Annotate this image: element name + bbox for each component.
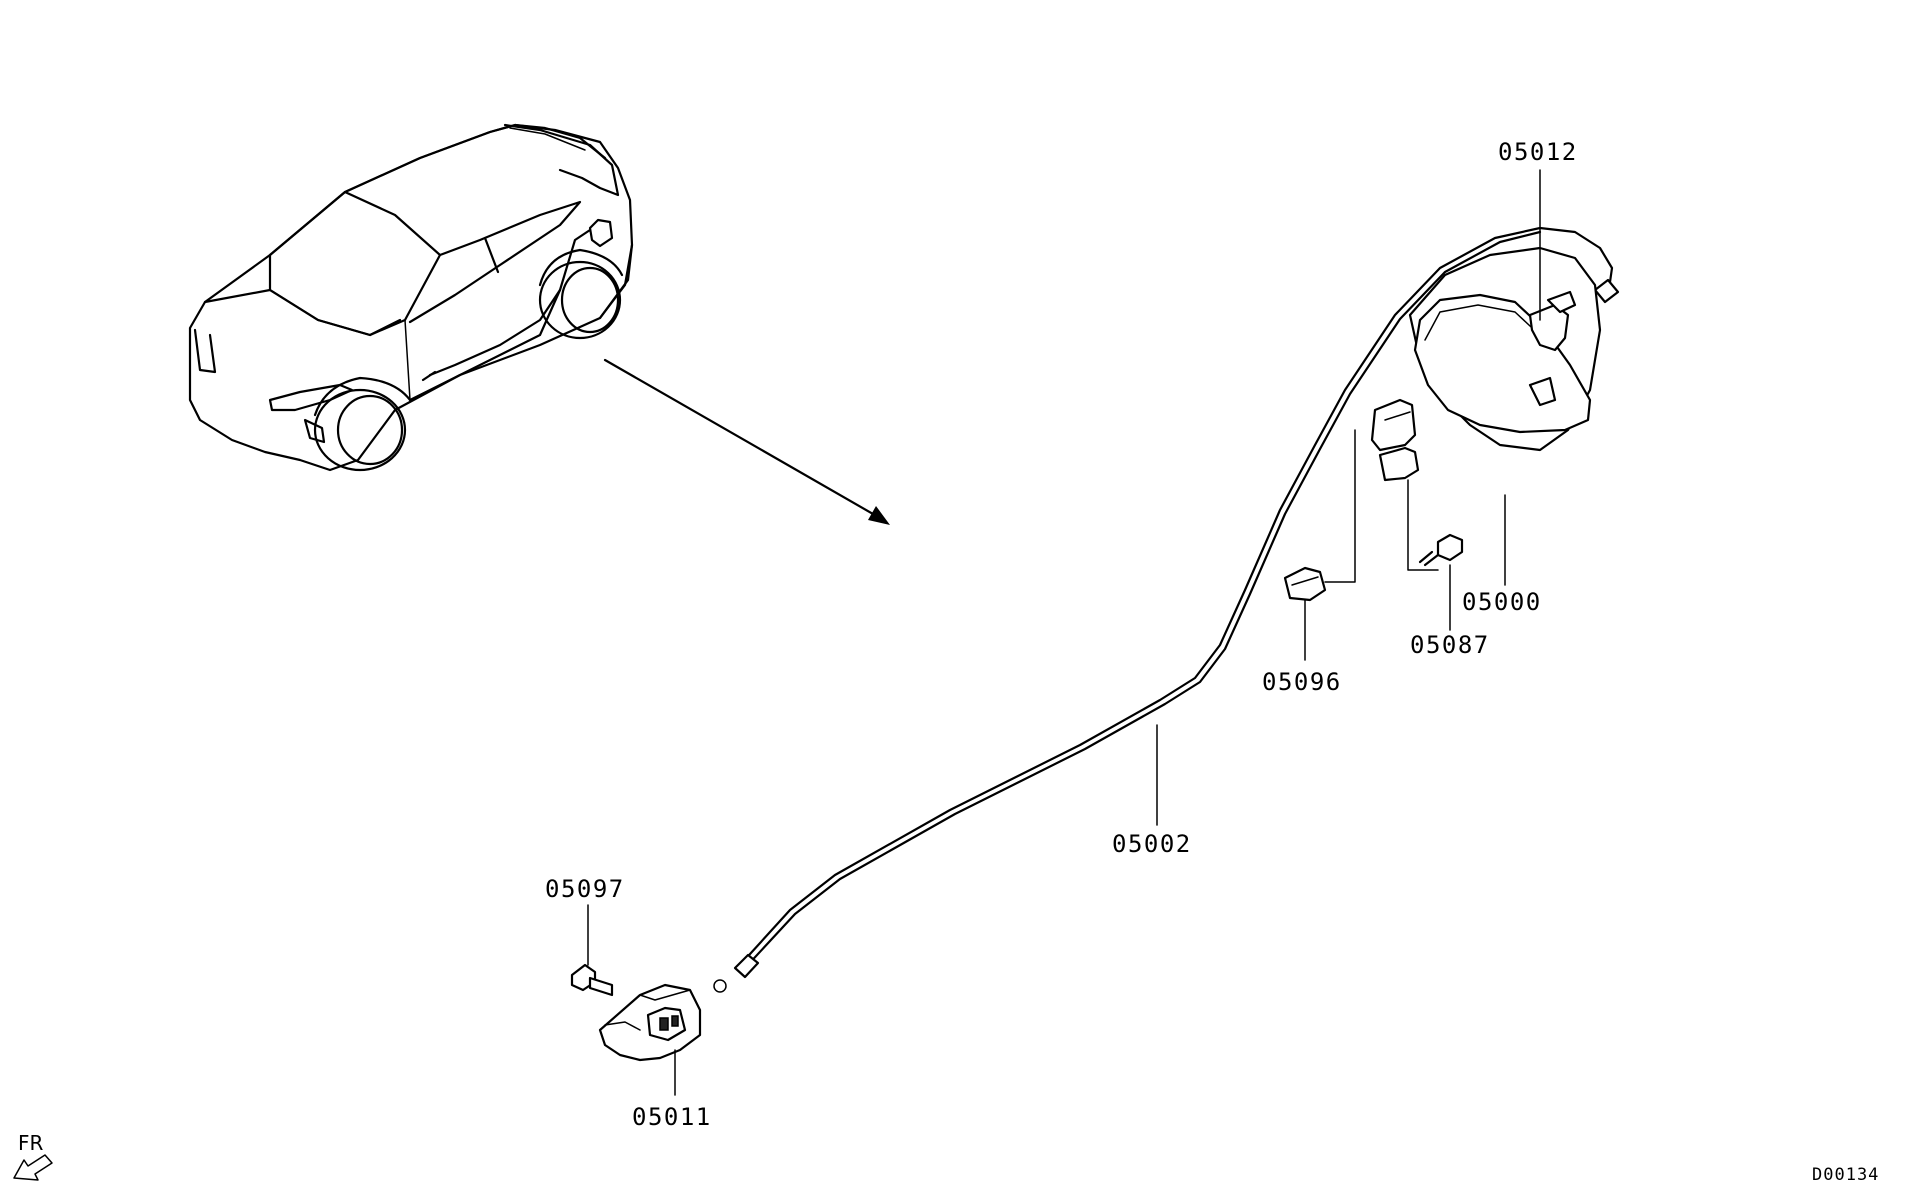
clip-part <box>1283 566 1327 602</box>
part-label-05000: 05000 <box>1462 588 1542 616</box>
screw-part <box>1418 533 1464 567</box>
part-label-05097: 05097 <box>545 875 625 903</box>
bolt-part <box>570 963 614 997</box>
part-label-05087: 05087 <box>1410 631 1490 659</box>
front-direction-arrow-icon <box>13 1154 53 1181</box>
direction-arrow <box>603 358 890 525</box>
part-label-05012: 05012 <box>1498 138 1578 166</box>
part-label-05096: 05096 <box>1262 668 1342 696</box>
part-labels: 05012 05000 05087 05096 05002 05097 0501… <box>545 138 1578 1131</box>
latch-part <box>598 983 702 1062</box>
diagram-code: D00134 <box>1812 1165 1879 1185</box>
fuel-lid-assembly <box>1370 246 1602 482</box>
vehicle-illustration <box>188 123 634 472</box>
leader-lines <box>587 169 1541 1096</box>
fr-label: FR <box>18 1131 44 1155</box>
front-orientation-indicator: FR <box>13 1131 53 1181</box>
part-label-05002: 05002 <box>1112 830 1192 858</box>
part-label-05011: 05011 <box>632 1103 712 1131</box>
